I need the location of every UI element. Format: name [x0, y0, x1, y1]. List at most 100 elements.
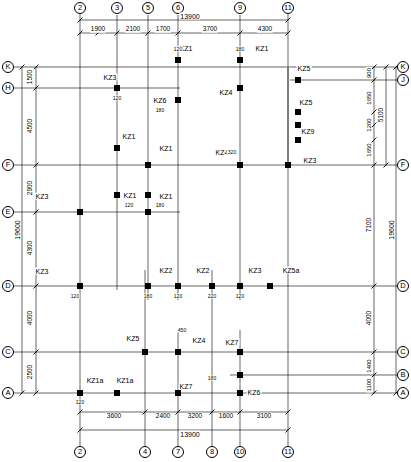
- size-text: 120: [235, 294, 245, 299]
- dimension-text: 1650: [366, 90, 372, 105]
- dimension-line: [386, 67, 387, 165]
- dimension-tick: [143, 410, 148, 415]
- column-section: [114, 85, 120, 91]
- axis-line: [14, 352, 397, 353]
- axis-line: [80, 14, 81, 446]
- dimension-tick: [34, 210, 39, 215]
- column-label: KZ3: [103, 74, 118, 81]
- axis-line: [14, 165, 397, 166]
- dimension-tick: [372, 373, 377, 378]
- axis-number: D: [5, 282, 10, 290]
- dimension-text: 3200: [187, 413, 203, 420]
- axis-bubble: 5: [142, 2, 154, 14]
- dimension-text: 1400: [366, 358, 372, 373]
- axis-line: [290, 80, 397, 81]
- axis-number: 7: [176, 448, 180, 456]
- axis-number: 11: [284, 448, 292, 456]
- column-label: KZ5: [126, 335, 141, 342]
- size-text: 120: [70, 294, 80, 299]
- axis-bubble: K: [397, 61, 409, 73]
- axis-number: 2: [78, 4, 82, 12]
- size-text: 180: [155, 108, 165, 113]
- dimension-text: 4000: [27, 310, 34, 326]
- dimension-text: 19600: [14, 219, 21, 240]
- axis-number: K: [400, 63, 405, 71]
- column-section: [295, 137, 301, 143]
- dimension-text: 4000: [366, 310, 373, 326]
- axis-bubble: K: [2, 61, 14, 73]
- axis-number: 9: [238, 4, 242, 12]
- dimension-tick: [146, 31, 151, 36]
- size-text: 320: [227, 150, 237, 155]
- axis-bubble: H: [2, 82, 14, 94]
- size-text: 180: [155, 203, 165, 208]
- column-section: [114, 192, 120, 198]
- dimension-text: 7100: [366, 217, 373, 233]
- dimension-line: [22, 67, 23, 393]
- dimension-line: [36, 67, 37, 393]
- axis-number: F: [6, 161, 11, 169]
- dimension-line: [396, 67, 397, 393]
- column-section: [237, 85, 243, 91]
- dimension-text: 3100: [256, 413, 272, 420]
- axis-bubble: 2: [74, 446, 86, 458]
- dimension-text: 900: [366, 67, 372, 79]
- column-section: [114, 145, 120, 151]
- axis-number: 10: [236, 448, 244, 456]
- size-text: 220: [207, 294, 217, 299]
- dimension-tick: [372, 123, 377, 128]
- column-label: KZ3: [248, 267, 263, 274]
- dimension-text: 1100: [366, 378, 372, 393]
- dimension-text: 13900: [179, 431, 200, 438]
- axis-number: A: [400, 389, 405, 397]
- dimension-text: 2100: [125, 26, 141, 33]
- column-label: KZ1: [123, 192, 138, 199]
- column-section: [175, 57, 181, 63]
- dimension-tick: [372, 138, 377, 143]
- size-text: 180: [143, 294, 153, 299]
- dimension-text: 2900: [27, 180, 34, 196]
- dimension-tick: [176, 410, 181, 415]
- column-label: KZ2: [196, 267, 211, 274]
- axis-bubble: 9: [234, 2, 246, 14]
- axis-bubble: 7: [172, 446, 184, 458]
- axis-line: [117, 15, 118, 290]
- axis-bubble: J: [397, 74, 409, 86]
- dimension-text: 1900: [90, 26, 106, 33]
- column-label: KZ1: [159, 145, 174, 152]
- size-text: 120: [112, 96, 122, 101]
- column-label: KZ9: [301, 128, 316, 135]
- column-label: KZ2: [159, 267, 174, 274]
- column-label: KZ5: [299, 99, 314, 106]
- column-section: [295, 77, 301, 83]
- dimension-text: 1200: [366, 117, 372, 132]
- column-label: KZ7: [225, 339, 240, 346]
- dimension-text: 19600: [388, 219, 395, 240]
- dimension-text: 5100: [378, 107, 385, 123]
- axis-number: 2: [78, 448, 82, 456]
- size-text: 120: [173, 294, 183, 299]
- axis-number: 4: [143, 448, 147, 456]
- column-label: KZ4: [192, 337, 207, 344]
- axis-number: F: [401, 161, 406, 169]
- axis-bubble: 8: [206, 446, 218, 458]
- dimension-text: 3700: [202, 26, 218, 33]
- axis-bubble: D: [2, 280, 14, 292]
- column-label: KZ1: [159, 193, 174, 200]
- axis-line: [148, 15, 149, 300]
- axis-bubble: 10: [234, 446, 246, 458]
- axis-line: [14, 212, 180, 213]
- dimension-line: [80, 20, 288, 21]
- axis-bubble: A: [2, 387, 14, 399]
- dimension-line: [374, 67, 375, 393]
- column-label: KZ7: [179, 383, 194, 390]
- axis-line: [240, 330, 241, 446]
- axis-bubble: 11: [282, 2, 294, 14]
- dimension-line: [80, 33, 288, 34]
- axis-bubble: 2: [74, 2, 86, 14]
- axis-number: C: [400, 348, 405, 356]
- column-label: KZ1: [122, 133, 137, 140]
- axis-bubble: C: [2, 346, 14, 358]
- axis-number: 3: [115, 4, 119, 12]
